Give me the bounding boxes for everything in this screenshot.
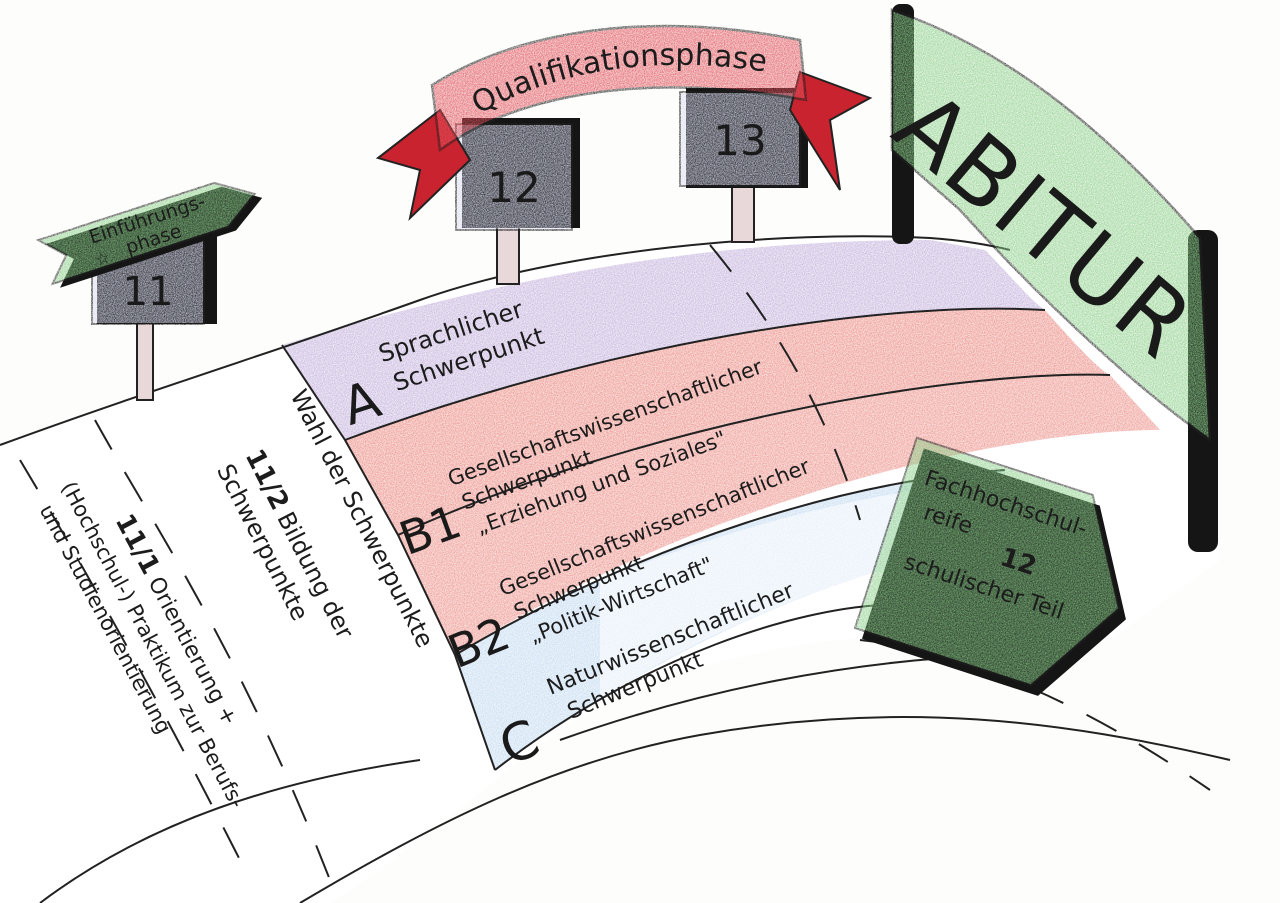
sign-year-13: 13 <box>679 88 808 243</box>
year-11-label: 11 <box>123 269 174 315</box>
lane-a <box>282 240 1045 440</box>
einfuehrungsphase-sign: Einführungs- phase ☆ <box>35 181 263 288</box>
star-icon: ☆ <box>93 247 113 270</box>
sign-year-12: 12 <box>455 118 580 285</box>
year-13-label: 13 <box>713 116 766 165</box>
fachhochschulreife-sign: Fachhochschul- reife 12 schulischer Teil <box>853 436 1126 696</box>
lane-b2 <box>398 374 1160 655</box>
road-dashes <box>19 244 1211 881</box>
qualifikationsphase-banner: Qualifikationsphase <box>375 24 873 221</box>
year-12-label: 12 <box>487 163 540 212</box>
lane-b1 <box>345 308 1110 535</box>
